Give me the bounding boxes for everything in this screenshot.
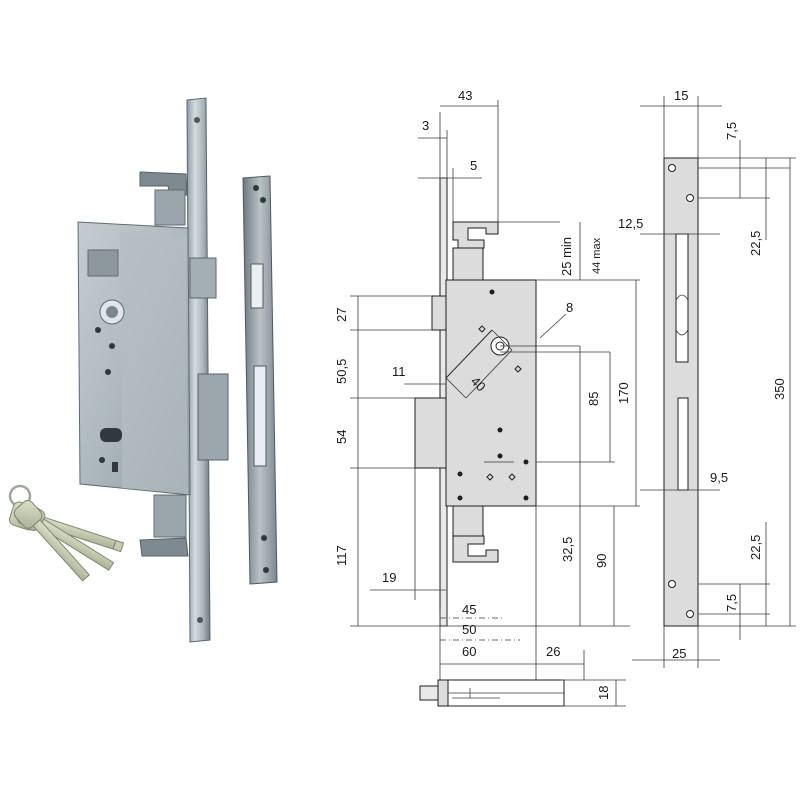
dim-12-5: 12,5 (618, 216, 643, 231)
strike-plate-photo (242, 175, 278, 585)
dim-50: 50 (462, 622, 476, 637)
dimension-labels: 43 3 5 25 min 44 max 27 50,5 11 40 8 85 … (334, 88, 787, 700)
dim-18: 18 (596, 686, 611, 700)
dim-50-5: 50,5 (334, 359, 349, 384)
dim-8: 8 (566, 300, 573, 315)
dim-44-max: 44 max (591, 237, 603, 274)
strike-plate-drawing (632, 96, 796, 668)
dim-90: 90 (594, 554, 609, 568)
dim-7-5-top: 7,5 (724, 122, 739, 140)
dim-22-5-top: 22,5 (748, 231, 763, 256)
dim-26: 26 (546, 644, 560, 659)
lock-dimension-lines (350, 100, 640, 707)
dim-19: 19 (382, 570, 396, 585)
dim-45: 45 (462, 602, 476, 617)
dim-25: 25 (672, 646, 686, 661)
dim-32-5: 32,5 (560, 537, 575, 562)
dim-85: 85 (586, 392, 601, 406)
dim-27: 27 (334, 308, 349, 322)
dim-5: 5 (470, 158, 477, 173)
dim-117: 117 (334, 545, 349, 566)
lock-front-drawing (414, 177, 610, 627)
dim-43: 43 (458, 88, 472, 103)
dim-54: 54 (334, 430, 349, 444)
dim-350: 350 (772, 378, 787, 400)
dim-7-5-bot: 7,5 (724, 594, 739, 612)
dim-15: 15 (674, 88, 688, 103)
dim-3: 3 (422, 118, 429, 133)
dim-170: 170 (616, 382, 631, 404)
dim-60: 60 (462, 644, 476, 659)
mortise-lock-photo (77, 97, 229, 643)
key-bunch-photo (8, 484, 125, 582)
dim-11: 11 (392, 364, 406, 379)
dim-22-5-bot: 22,5 (748, 535, 763, 560)
dim-9-5: 9,5 (710, 470, 728, 485)
dim-25-min: 25 min (559, 237, 574, 276)
